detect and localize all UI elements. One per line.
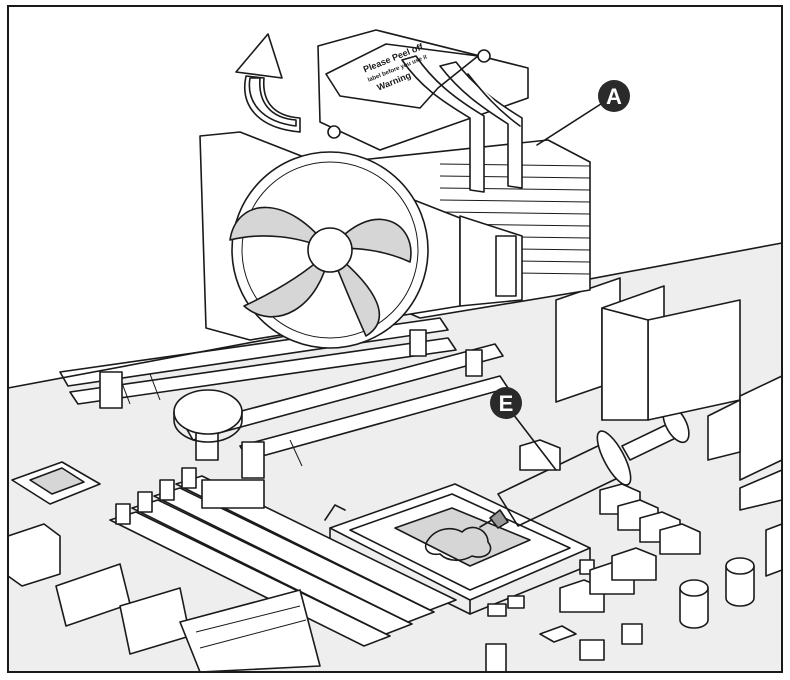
cpu-cooler xyxy=(199,29,591,349)
callout-e-label: E xyxy=(499,391,514,416)
callout-e: E xyxy=(490,387,522,419)
cmos-battery xyxy=(173,389,243,443)
vrm-components xyxy=(519,277,755,643)
chipset-heatsink xyxy=(7,461,101,587)
power-connectors xyxy=(55,563,643,673)
curved-up-arrow-icon xyxy=(235,33,301,133)
callout-a: A xyxy=(598,80,630,112)
cpu-socket xyxy=(324,483,595,617)
thermal-paste-syringe xyxy=(479,404,690,529)
callout-e-leader xyxy=(509,409,557,471)
outer-frame xyxy=(7,5,783,673)
callout-a-leader xyxy=(536,101,605,146)
dimm-slots xyxy=(109,467,457,647)
thermal-paste xyxy=(424,526,492,562)
callout-a-label: A xyxy=(606,84,622,109)
motherboard-panel xyxy=(7,243,783,673)
